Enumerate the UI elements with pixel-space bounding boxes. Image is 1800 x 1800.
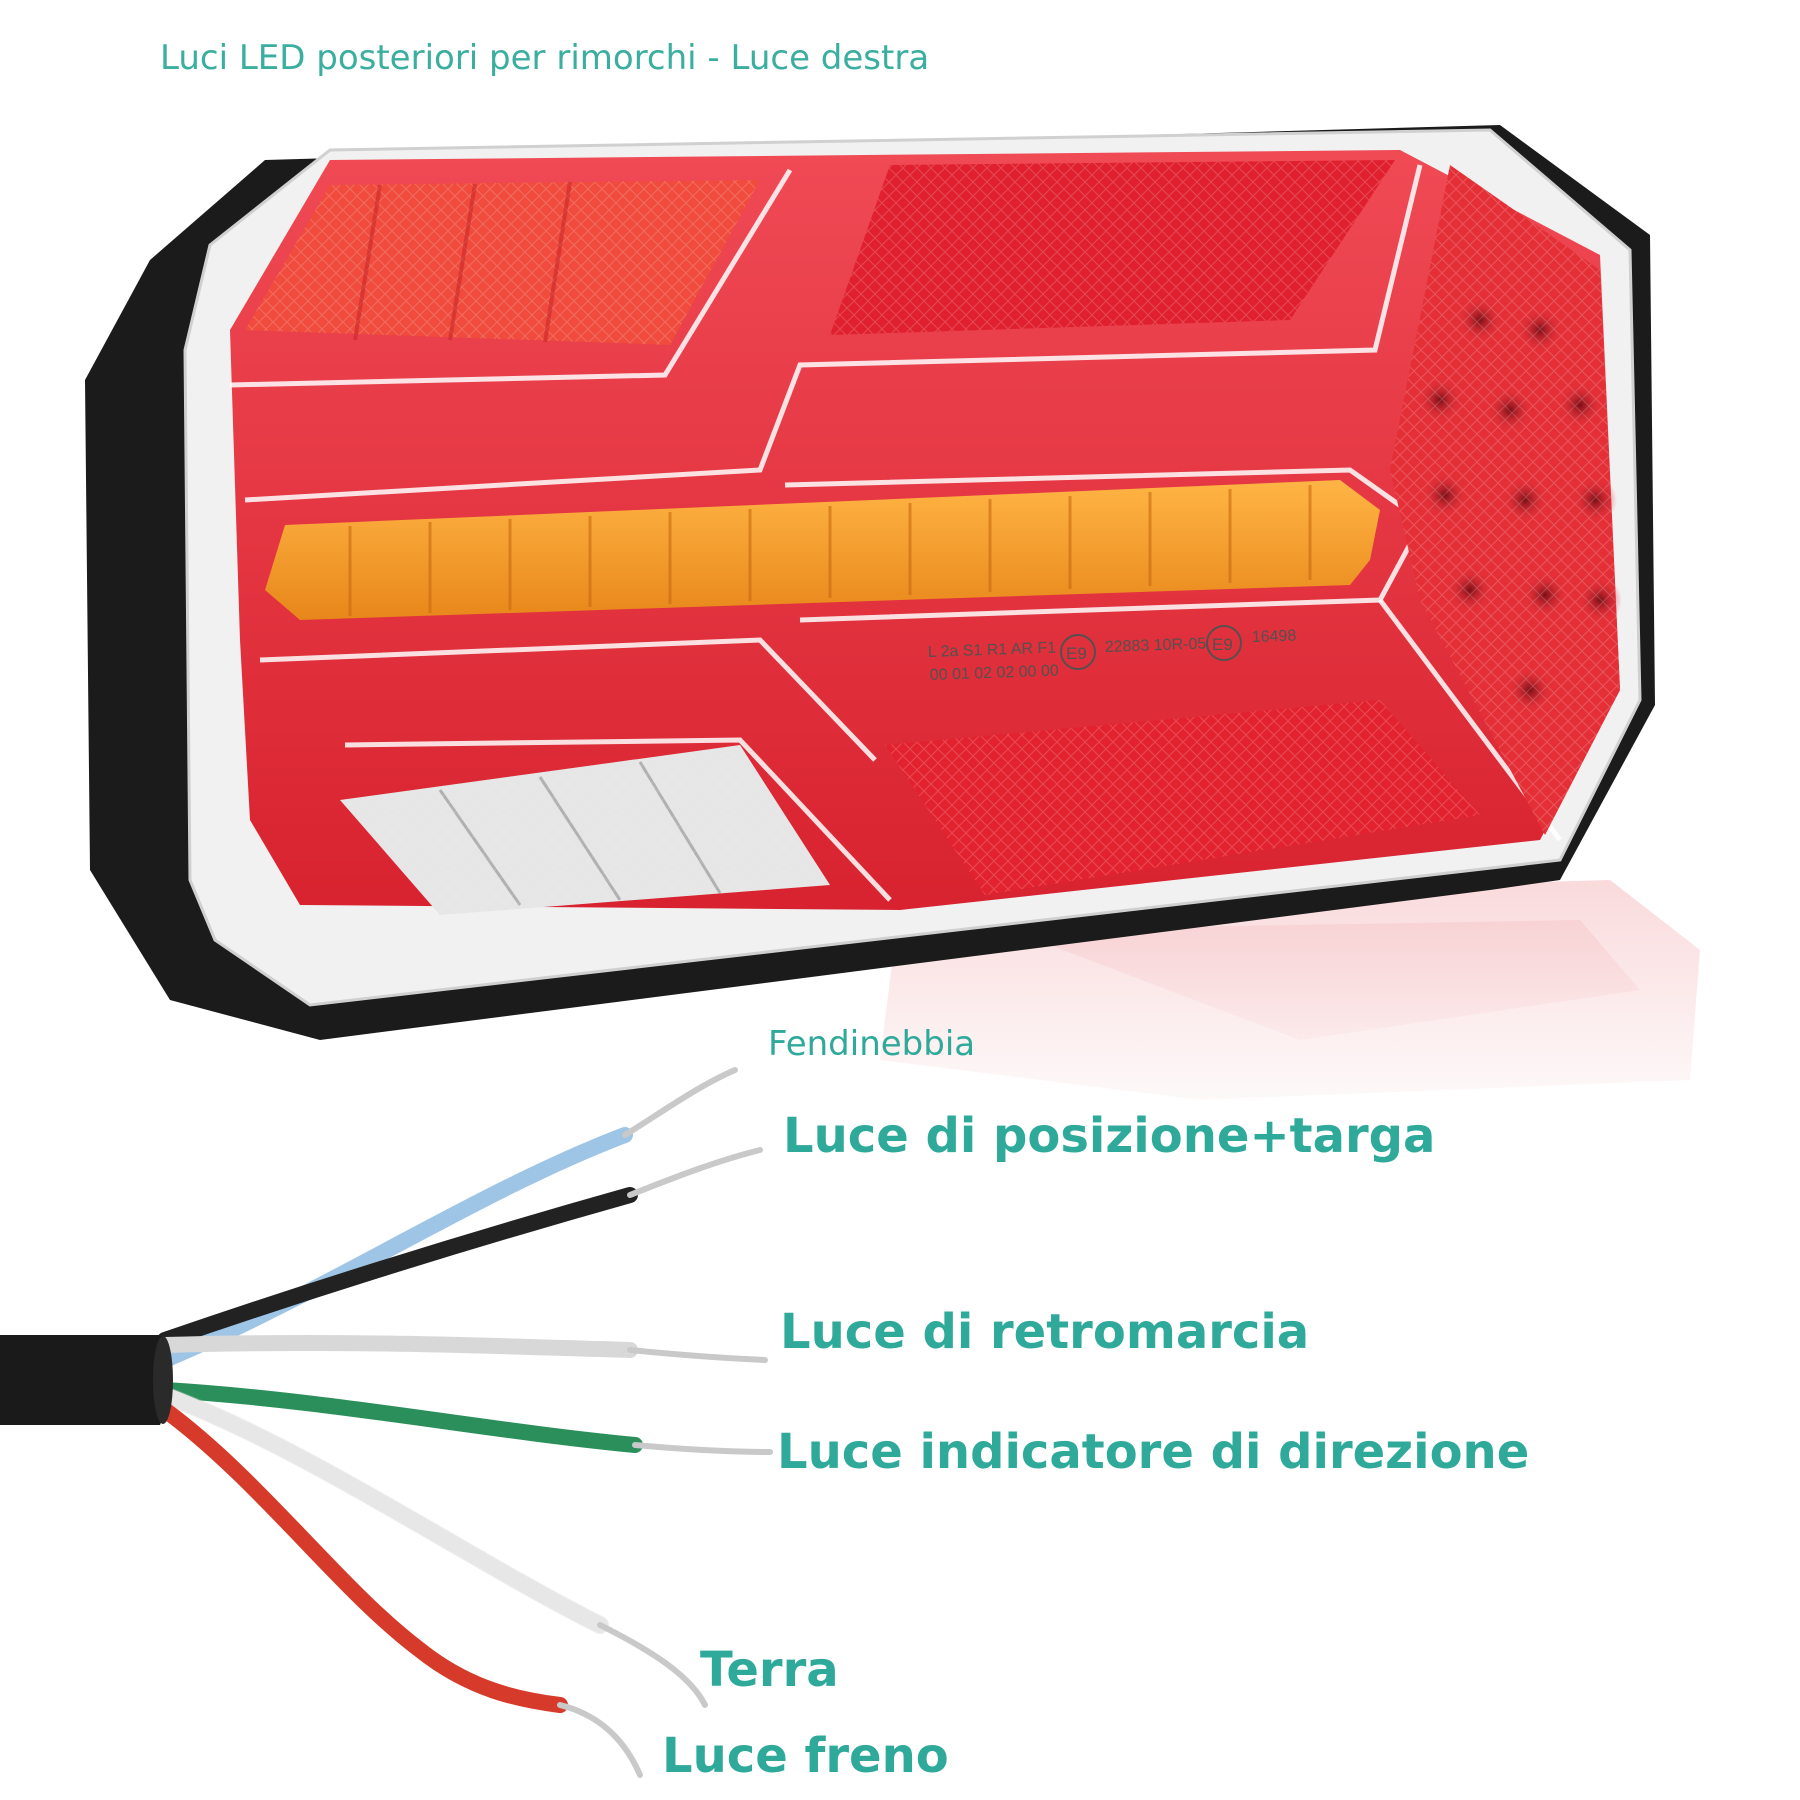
e-mark-circle-1 bbox=[1060, 634, 1096, 670]
wire-green bbox=[157, 1382, 643, 1453]
indicator-strip bbox=[265, 480, 1380, 620]
e-mark-circle-2 bbox=[1206, 625, 1242, 661]
wire-white bbox=[157, 1387, 608, 1633]
page-title: Luci LED posteriori per rimorchi - Luce … bbox=[160, 38, 930, 78]
approval-number-2: 16498 bbox=[1252, 627, 1297, 646]
label-brake-light: Luce freno bbox=[662, 1728, 949, 1784]
wire-red bbox=[157, 1402, 568, 1713]
label-reverse-light: Luce di retromarcia bbox=[780, 1304, 1310, 1360]
marking-line2: 00 01 02 02 00 00 bbox=[930, 663, 1060, 684]
cable-sheath bbox=[0, 1335, 170, 1425]
label-indicator-light: Luce indicatore di direzione bbox=[777, 1424, 1530, 1480]
e-mark-1: E9 bbox=[1066, 644, 1087, 663]
label-position-plate-light: Luce di posizione+targa bbox=[783, 1108, 1436, 1164]
wire-harness bbox=[0, 1067, 773, 1778]
tail-light-lamp: L 2a S1 R1 AR F1 00 01 02 02 00 00 E9 22… bbox=[85, 125, 1655, 1040]
wire-grey bbox=[157, 1334, 638, 1358]
label-fog-light: Fendinebbia bbox=[768, 1024, 976, 1064]
indicator-led-segments bbox=[348, 485, 1312, 616]
approval-markings: L 2a S1 R1 AR F1 00 01 02 02 00 00 E9 22… bbox=[928, 625, 1297, 684]
approval-number-1: 22883 10R-05 bbox=[1105, 635, 1207, 656]
e-mark-2: E9 bbox=[1212, 635, 1233, 654]
marking-line1: L 2a S1 R1 AR F1 bbox=[928, 640, 1057, 661]
wire-black bbox=[157, 1187, 638, 1348]
label-ground: Terra bbox=[700, 1642, 839, 1698]
wire-blue bbox=[157, 1127, 633, 1368]
